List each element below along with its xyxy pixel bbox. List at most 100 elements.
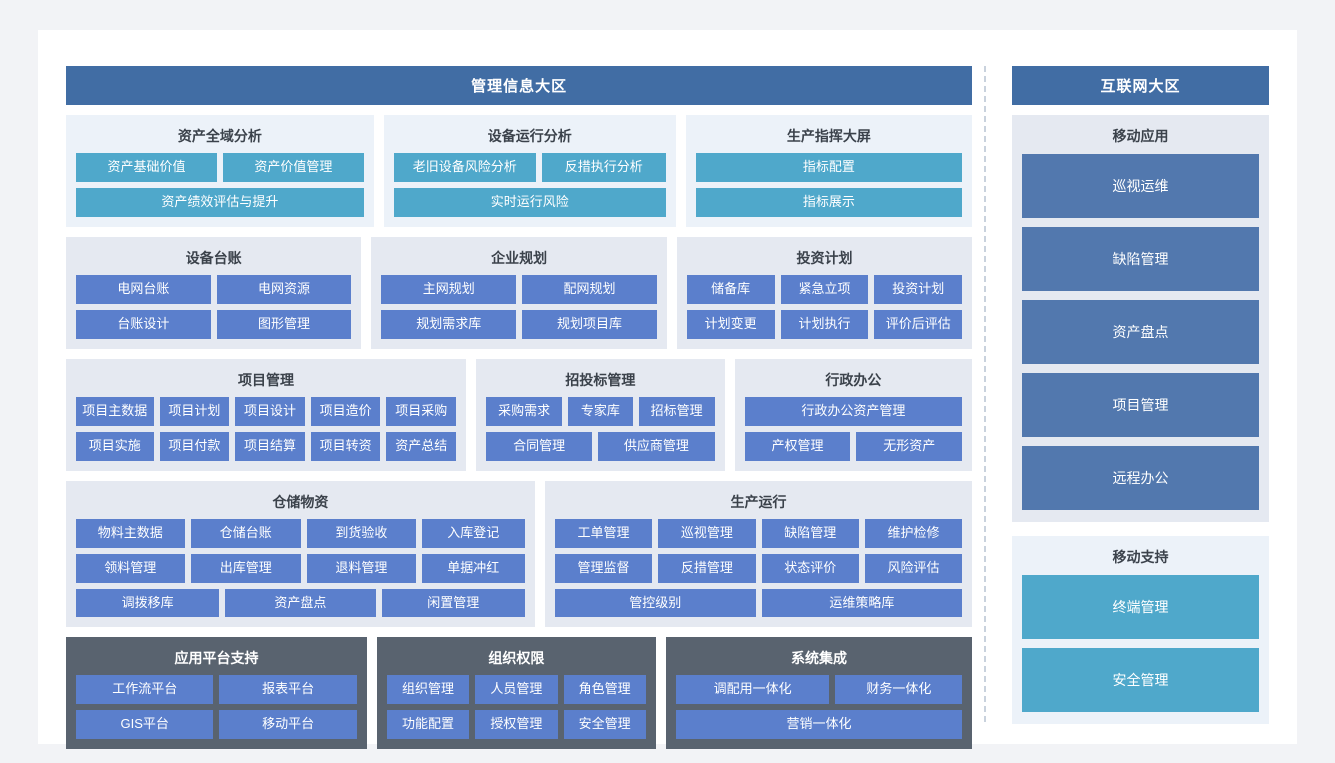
module-button-调配用一体化[interactable]: 调配用一体化 [675,675,830,705]
module-button-资产基础价值[interactable]: 资产基础价值 [76,153,217,182]
module-button-报表平台[interactable]: 报表平台 [219,675,357,705]
module-button-无形资产[interactable]: 无形资产 [856,431,963,461]
module-button-资产总结[interactable]: 资产总结 [386,431,457,461]
management-zone-header: 管理信息大区 [66,66,973,105]
module-button-指标配置[interactable]: 指标配置 [695,153,963,182]
module-button-运维策略库[interactable]: 运维策略库 [761,588,963,618]
panel-title: 移动应用 [1112,128,1169,144]
button-row: 组织管理人员管理角色管理 [386,675,646,705]
panel-title: 投资计划 [796,249,853,266]
module-button-项目实施[interactable]: 项目实施 [76,431,154,461]
module-button-资产绩效评估与提升[interactable]: 资产绩效评估与提升 [76,187,364,217]
module-button-单据冲红[interactable]: 单据冲红 [421,553,525,583]
module-button-巡视运维[interactable]: 巡视运维 [1022,154,1259,218]
module-button-退料管理[interactable]: 退料管理 [307,553,416,583]
module-button-工单管理[interactable]: 工单管理 [554,518,653,548]
button-row: 指标配置 [695,153,963,182]
module-button-安全管理[interactable]: 安全管理 [1022,648,1259,712]
module-button-行政办公资产管理[interactable]: 行政办公资产管理 [744,396,963,426]
module-button-评价后评估[interactable]: 评价后评估 [874,309,963,339]
module-button-项目管理[interactable]: 项目管理 [1022,373,1259,437]
module-button-终端管理[interactable]: 终端管理 [1022,575,1259,639]
module-button-项目采购[interactable]: 项目采购 [386,396,457,426]
module-button-工作流平台[interactable]: 工作流平台 [76,675,214,705]
module-button-项目设计[interactable]: 项目设计 [235,396,305,426]
module-button-紧急立项[interactable]: 紧急立项 [780,274,869,304]
module-button-规划需求库[interactable]: 规划需求库 [381,309,517,339]
module-button-项目结算[interactable]: 项目结算 [235,431,305,461]
module-button-专家库[interactable]: 专家库 [568,396,633,426]
module-button-投资计划[interactable]: 投资计划 [874,274,963,304]
module-button-调拨移库[interactable]: 调拨移库 [76,588,220,618]
module-button-老旧设备风险分析[interactable]: 老旧设备风险分析 [393,153,536,182]
panel-title: 设备台账 [185,249,242,266]
module-button-图形管理[interactable]: 图形管理 [216,309,352,339]
module-button-反措管理[interactable]: 反措管理 [658,553,756,583]
module-button-组织管理[interactable]: 组织管理 [386,675,470,705]
module-button-角色管理[interactable]: 角色管理 [563,675,646,705]
button-row: 实时运行风险 [393,187,666,217]
module-button-规划项目库[interactable]: 规划项目库 [522,309,657,339]
module-button-远程办公[interactable]: 远程办公 [1022,446,1259,510]
module-button-GIS平台[interactable]: GIS平台 [76,710,214,740]
module-button-台账设计[interactable]: 台账设计 [76,309,211,339]
module-button-采购需求[interactable]: 采购需求 [486,396,563,426]
module-button-供应商管理[interactable]: 供应商管理 [598,431,715,461]
module-button-电网资源[interactable]: 电网资源 [216,274,352,304]
module-button-维护检修[interactable]: 维护检修 [864,518,963,548]
module-button-招标管理[interactable]: 招标管理 [638,396,715,426]
module-button-合同管理[interactable]: 合同管理 [486,431,593,461]
module-button-计划执行[interactable]: 计划执行 [780,309,869,339]
panel-title: 组织权限 [488,650,545,667]
module-button-储备库[interactable]: 储备库 [686,274,775,304]
module-button-产权管理[interactable]: 产权管理 [744,431,851,461]
button-row: 台账设计图形管理 [76,309,352,339]
module-button-项目计划[interactable]: 项目计划 [159,396,230,426]
module-button-财务一体化[interactable]: 财务一体化 [835,675,963,705]
panel-title: 生产运行 [730,493,787,510]
module-button-项目付款[interactable]: 项目付款 [159,431,230,461]
module-button-领料管理[interactable]: 领料管理 [76,553,185,583]
module-button-入库登记[interactable]: 入库登记 [421,518,525,548]
button-row: 电网台账电网资源 [76,274,352,304]
module-button-项目造价[interactable]: 项目造价 [310,396,381,426]
module-button-到货验收[interactable]: 到货验收 [307,518,416,548]
module-button-资产盘点[interactable]: 资产盘点 [225,588,376,618]
button-row: 营销一体化 [675,710,963,740]
module-button-安全管理[interactable]: 安全管理 [563,710,646,740]
module-button-出库管理[interactable]: 出库管理 [190,553,302,583]
module-button-实时运行风险[interactable]: 实时运行风险 [393,187,666,217]
module-button-缺陷管理[interactable]: 缺陷管理 [1022,227,1259,291]
analysis-row: 资产全域分析资产基础价值资产价值管理资产绩效评估与提升设备运行分析老旧设备风险分… [66,115,973,227]
module-button-移动平台[interactable]: 移动平台 [219,710,357,740]
divider-dashed-line [984,66,987,722]
module-button-巡视管理[interactable]: 巡视管理 [658,518,756,548]
module-button-闲置管理[interactable]: 闲置管理 [381,588,525,618]
button-row: 老旧设备风险分析反措执行分析 [393,153,666,182]
module-button-项目主数据[interactable]: 项目主数据 [76,396,154,426]
module-button-计划变更[interactable]: 计划变更 [686,309,775,339]
module-button-指标展示[interactable]: 指标展示 [695,187,963,217]
module-button-主网规划[interactable]: 主网规划 [381,274,517,304]
module-button-营销一体化[interactable]: 营销一体化 [675,710,963,740]
module-button-仓储台账[interactable]: 仓储台账 [190,518,302,548]
module-button-配网规划[interactable]: 配网规划 [522,274,657,304]
button-row: 物料主数据仓储台账到货验收入库登记 [76,518,525,548]
module-button-状态评价[interactable]: 状态评价 [761,553,859,583]
module-button-功能配置[interactable]: 功能配置 [386,710,470,740]
module-button-资产价值管理[interactable]: 资产价值管理 [222,153,364,182]
module-button-资产盘点[interactable]: 资产盘点 [1022,300,1259,364]
module-button-电网台账[interactable]: 电网台账 [76,274,211,304]
module-button-授权管理[interactable]: 授权管理 [475,710,558,740]
module-button-风险评估[interactable]: 风险评估 [864,553,963,583]
module-button-管控级别[interactable]: 管控级别 [554,588,756,618]
module-button-项目转资[interactable]: 项目转资 [310,431,381,461]
module-button-人员管理[interactable]: 人员管理 [475,675,558,705]
panel-title: 招投标管理 [565,371,636,388]
module-button-反措执行分析[interactable]: 反措执行分析 [541,153,666,182]
panel-企业规划: 企业规划主网规划配网规划规划需求库规划项目库 [371,236,667,349]
module-button-物料主数据[interactable]: 物料主数据 [76,518,185,548]
module-button-缺陷管理[interactable]: 缺陷管理 [761,518,859,548]
module-button-管理监督[interactable]: 管理监督 [554,553,653,583]
